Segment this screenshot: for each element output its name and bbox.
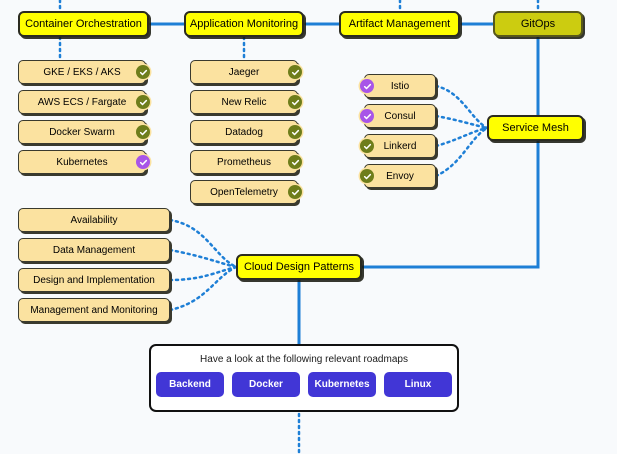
topic-node-cloud-design-patterns[interactable]: Cloud Design Patterns — [236, 254, 362, 280]
subtopic-node-availability[interactable]: Availability — [18, 208, 170, 232]
subtopic-node-new-relic[interactable]: New Relic — [190, 90, 302, 114]
edge-istio-to-servicemesh — [434, 84, 489, 130]
subtopic-node-consul[interactable]: Consul — [360, 104, 436, 128]
relevant-roadmaps-panel: Have a look at the following relevant ro… — [149, 344, 459, 412]
topic-node-label: Service Mesh — [502, 122, 569, 134]
roadmap-button-linux[interactable]: Linux — [384, 372, 452, 397]
edge-datamgmt-to-patterns — [168, 248, 238, 269]
edge-envoy-to-servicemesh — [434, 126, 489, 178]
subtopic-node-label: New Relic — [221, 96, 267, 108]
edge-availability-to-patterns — [168, 218, 238, 269]
check-icon — [288, 95, 302, 109]
edge-servicemesh-down-to-patterns — [360, 139, 540, 269]
check-icon — [360, 139, 374, 153]
subtopic-node-datadog[interactable]: Datadog — [190, 120, 302, 144]
check-icon — [360, 109, 374, 123]
subtopic-node-label: Data Management — [52, 244, 136, 256]
subtopic-node-label: Availability — [70, 214, 118, 226]
topic-node-application-monitoring[interactable]: Application Monitoring — [184, 11, 304, 37]
subtopic-node-opentelemetry[interactable]: OpenTelemetry — [190, 180, 302, 204]
check-icon — [288, 125, 302, 139]
subtopic-node-label: Prometheus — [217, 156, 271, 168]
subtopic-node-gke-eks-aks[interactable]: GKE / EKS / AKS — [18, 60, 150, 84]
subtopic-node-label: Datadog — [225, 126, 263, 138]
edge-linkerd-to-servicemesh — [434, 126, 489, 148]
edge-consul-to-servicemesh — [434, 114, 489, 130]
subtopic-node-label: Consul — [384, 110, 416, 122]
subtopic-node-label: Kubernetes — [56, 156, 108, 168]
roadmap-button-backend[interactable]: Backend — [156, 372, 224, 397]
subtopic-node-docker-swarm[interactable]: Docker Swarm — [18, 120, 150, 144]
subtopic-node-label: Istio — [390, 80, 410, 92]
topic-node-label: Container Orchestration — [25, 18, 142, 30]
subtopic-node-prometheus[interactable]: Prometheus — [190, 150, 302, 174]
check-icon — [136, 65, 150, 79]
subtopic-node-label: Design and Implementation — [33, 274, 155, 286]
roadmap-button-kubernetes[interactable]: Kubernetes — [308, 372, 376, 397]
topic-node-artifact-management[interactable]: Artifact Management — [339, 11, 460, 37]
check-icon — [136, 125, 150, 139]
subtopic-node-envoy[interactable]: Envoy — [360, 164, 436, 188]
topic-node-label: GitOps — [520, 18, 556, 30]
relevant-roadmaps-buttons: Backend Docker Kubernetes Linux — [156, 372, 452, 397]
subtopic-node-label: Docker Swarm — [49, 126, 115, 138]
subtopic-node-label: AWS ECS / Fargate — [37, 96, 127, 108]
subtopic-node-label: Envoy — [386, 170, 414, 182]
topic-node-label: Cloud Design Patterns — [243, 261, 355, 273]
topic-node-container-orchestration[interactable]: Container Orchestration — [18, 11, 149, 37]
subtopic-node-istio[interactable]: Istio — [360, 74, 436, 98]
check-icon — [288, 65, 302, 79]
check-icon — [136, 95, 150, 109]
subtopic-node-jaeger[interactable]: Jaeger — [190, 60, 302, 84]
check-icon — [136, 155, 150, 169]
check-icon — [360, 169, 374, 183]
subtopic-node-label: Management and Monitoring — [30, 304, 158, 316]
edge-design-to-patterns — [168, 265, 238, 282]
topic-node-service-mesh[interactable]: Service Mesh — [487, 115, 584, 141]
check-icon — [360, 79, 374, 93]
subtopic-node-design-and-implementation[interactable]: Design and Implementation — [18, 268, 170, 292]
subtopic-node-kubernetes[interactable]: Kubernetes — [18, 150, 150, 174]
check-icon — [288, 185, 302, 199]
topic-node-label: Artifact Management — [348, 18, 451, 30]
subtopic-node-aws-ecs-fargate[interactable]: AWS ECS / Fargate — [18, 90, 150, 114]
roadmap-button-docker[interactable]: Docker — [232, 372, 300, 397]
subtopic-node-label: Jaeger — [228, 66, 260, 78]
subtopic-node-linkerd[interactable]: Linkerd — [360, 134, 436, 158]
subtopic-node-management-and-monitoring[interactable]: Management and Monitoring — [18, 298, 170, 322]
relevant-roadmaps-title: Have a look at the following relevant ro… — [200, 354, 408, 365]
topic-node-gitops[interactable]: GitOps — [493, 11, 583, 37]
edge-mgmtmon-to-patterns — [168, 265, 238, 312]
subtopic-node-label: OpenTelemetry — [210, 186, 278, 198]
topic-node-label: Application Monitoring — [189, 18, 299, 30]
subtopic-node-data-management[interactable]: Data Management — [18, 238, 170, 262]
subtopic-node-label: GKE / EKS / AKS — [43, 66, 121, 78]
subtopic-node-label: Linkerd — [383, 140, 417, 152]
check-icon — [288, 155, 302, 169]
